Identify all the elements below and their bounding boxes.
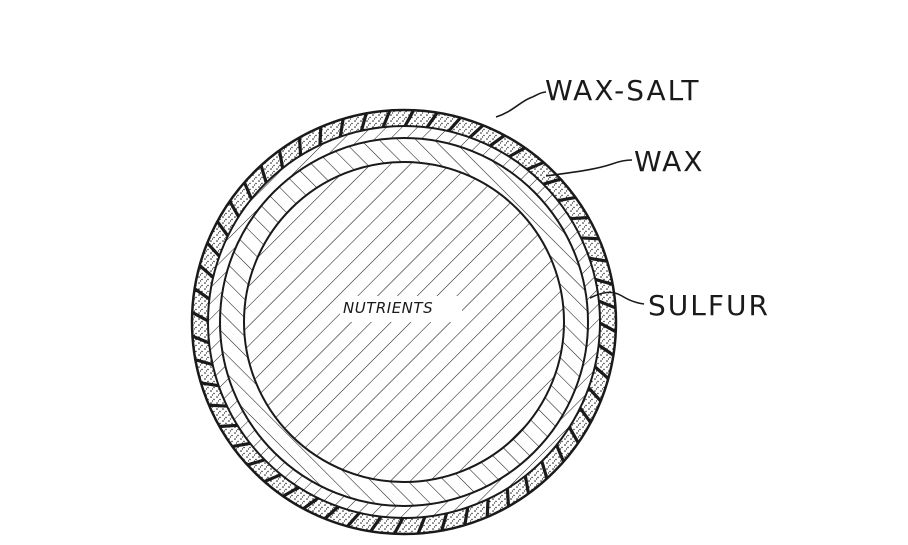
wax-salt-tick [229,441,253,449]
wax-salt-tick [244,457,268,468]
granule [190,108,618,536]
wax-salt-tick [523,473,531,497]
wax-salt-tick [595,342,616,358]
wax-salt-tick [391,515,406,534]
wax-salt-tick [204,240,223,260]
wax-salt-tick [318,124,323,148]
wax-salt-tick [192,333,212,346]
wax-salt-tick [196,262,216,281]
wax-salt-tick [487,132,508,149]
wax-salt-tick [466,122,486,141]
wax-salt-tick [192,309,211,324]
wax-salt-tick [540,176,564,187]
wax-salt-tick [338,116,346,140]
wax-salt-tick [198,380,222,388]
leader-wax [545,159,633,177]
wax-salt-tick [555,195,579,203]
wax-salt-tick [592,277,616,287]
wax-salt-tick [280,484,302,499]
wax-salt-tick [380,110,393,130]
wax-salt-tick [192,357,216,367]
wax-salt-tick [554,442,566,465]
wax-salt-tick [462,504,470,528]
wax-salt-tick [585,384,604,404]
wax-salt-tick [505,486,511,509]
wax-salt-tick [359,110,369,134]
wax-salt-tick [258,162,269,186]
wax-salt-tick [192,286,213,302]
wax-salt-tick [524,160,547,172]
leader-lines [495,91,645,305]
wax-salt-tick [506,145,528,160]
wax-salt-tick [439,510,449,534]
wax-salt-tick [577,405,594,426]
wax-salt-tick [485,496,490,520]
wax-salt-tick [214,218,231,239]
wax-salt-tick [300,495,321,512]
wax-salt-tick [242,179,254,202]
label-wax: WAX [634,145,705,178]
wax-salt-tick [568,215,591,221]
wax-salt-tick [539,458,550,482]
label-wax-salt: WAX-SALT [545,74,701,107]
wax-salt-tick [217,423,240,429]
wax-salt-tick [596,298,616,311]
wax-salt-tick [344,510,363,530]
label-sulfur: SULFUR [648,289,770,322]
wax-salt-tick [597,320,616,335]
wax-salt-tick [445,114,464,134]
label-nutrients: NUTRIENTS [343,299,434,317]
wax-salt-tick [227,198,242,220]
wax-salt-tick [297,135,303,158]
wax-salt-tick [424,110,440,131]
leader-sulfur [589,291,645,305]
wax-salt-tick [586,256,610,264]
wax-salt-tick [415,514,428,534]
wax-salt-tick [402,110,417,129]
wax-salt-tick [566,424,581,446]
wax-salt-tick [578,236,602,241]
wax-salt-tick [206,403,230,408]
wax-salt-tick [592,363,612,382]
wax-salt-tick [277,147,285,171]
wax-salt-tick [322,503,342,522]
wax-salt-tick [368,513,384,534]
leader-wax-salt [495,91,547,118]
wax-salt-tick [261,472,284,484]
wax-salt-ticks [192,110,616,534]
